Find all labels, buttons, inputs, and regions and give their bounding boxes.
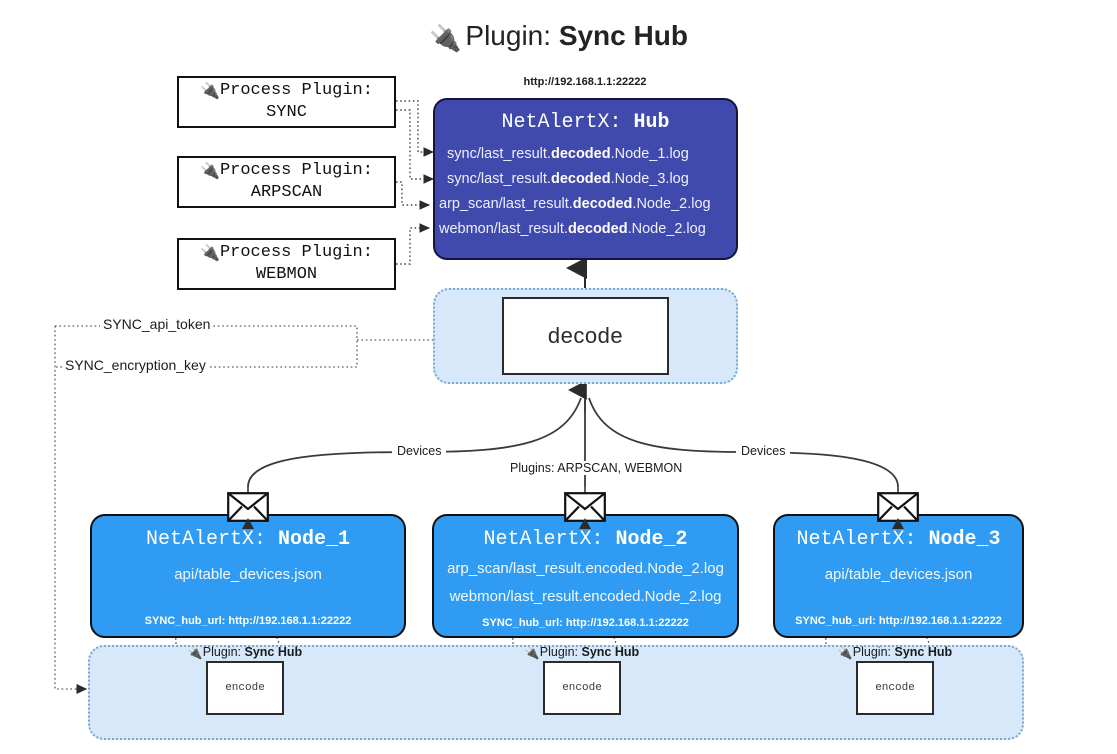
- plug-icon: 🔌: [200, 161, 220, 180]
- hub-log-list: sync/last_result.decoded.Node_1.log sync…: [435, 142, 736, 242]
- encode-box-node-2[interactable]: encode: [543, 661, 621, 715]
- process-plugin-box-arpscan[interactable]: 🔌Process Plugin: ARPSCAN: [177, 156, 396, 208]
- process-plugin-box-webmon[interactable]: 🔌Process Plugin: WEBMON: [177, 238, 396, 290]
- envelope-icon: [877, 492, 919, 522]
- process-plugin-box-sync[interactable]: 🔌Process Plugin: SYNC: [177, 76, 396, 128]
- encode-caption-node-1: 🔌Plugin: Sync Hub: [187, 645, 303, 660]
- process-plugin-line2: SYNC: [266, 103, 307, 122]
- hub-log-line: sync/last_result.decoded.Node_3.log: [447, 171, 689, 187]
- hub-title-name: Hub: [633, 111, 670, 134]
- plug-icon: 🔌: [524, 646, 540, 660]
- plug-icon: 🔌: [837, 646, 853, 660]
- decode-label: decode: [547, 323, 624, 348]
- encode-box-node-3[interactable]: encode: [856, 661, 934, 715]
- process-plugin-line2: WEBMON: [255, 265, 318, 284]
- page-title-name: Sync Hub: [558, 20, 688, 51]
- edge-label-devices-right: Devices: [736, 444, 791, 458]
- page-title: 🔌Plugin: Sync Hub: [0, 14, 1117, 60]
- node-log-line: api/table_devices.json: [174, 566, 322, 583]
- hub-url-label: http://192.168.1.1:22222: [523, 76, 647, 88]
- node-title: NetAlertX: Node_3: [796, 528, 1001, 551]
- plug-icon: 🔌: [200, 81, 220, 100]
- process-plugin-line2: ARPSCAN: [250, 183, 323, 202]
- node-title: NetAlertX: Node_2: [483, 528, 688, 551]
- node-box-node-2[interactable]: NetAlertX: Node_2 arp_scan/last_result.e…: [432, 514, 739, 638]
- encode-label: encode: [875, 682, 915, 694]
- encode-caption-node-2: 🔌Plugin: Sync Hub: [524, 645, 640, 660]
- encode-caption-node-3: 🔌Plugin: Sync Hub: [837, 645, 953, 660]
- plug-icon: 🔌: [200, 243, 220, 262]
- sync-api-token-label: SYNC_api_token: [100, 316, 214, 332]
- hub-log-line: arp_scan/last_result.decoded.Node_2.log: [439, 196, 711, 212]
- node-box-node-3[interactable]: NetAlertX: Node_3 api/table_devices.json…: [773, 514, 1024, 638]
- plug-icon: 🔌: [429, 23, 462, 53]
- hub-title-prefix: NetAlertX:: [501, 111, 622, 134]
- process-plugin-line1: 🔌Process Plugin:: [200, 81, 373, 100]
- plug-icon: 🔌: [187, 646, 203, 660]
- encode-label: encode: [562, 682, 602, 694]
- node-log-line: api/table_devices.json: [824, 566, 973, 583]
- sync-encryption-key-label: SYNC_encryption_key: [62, 357, 209, 373]
- node-hub-url: SYNC_hub_url: http://192.168.1.1:22222: [144, 615, 352, 627]
- hub-log-line: sync/last_result.decoded.Node_1.log: [447, 146, 689, 162]
- edge-label-devices-left: Devices: [392, 444, 447, 458]
- encode-label: encode: [225, 682, 265, 694]
- node-hub-url: SYNC_hub_url: http://192.168.1.1:22222: [795, 615, 1002, 627]
- node-title: NetAlertX: Node_1: [145, 528, 351, 551]
- envelope-icon: [564, 492, 606, 522]
- node-log-line: arp_scan/last_result.encoded.Node_2.log: [447, 560, 724, 577]
- hub-node[interactable]: NetAlertX: Hub sync/last_result.decoded.…: [433, 98, 738, 260]
- node-log-line: webmon/last_result.encoded.Node_2.log: [449, 588, 722, 605]
- decode-box[interactable]: decode: [502, 297, 669, 375]
- process-plugin-line1: 🔌Process Plugin:: [200, 243, 373, 262]
- encode-box-node-1[interactable]: encode: [206, 661, 284, 715]
- edge-label-plugins: Plugins: ARPSCAN, WEBMON: [505, 461, 688, 475]
- hub-log-line: webmon/last_result.decoded.Node_2.log: [439, 221, 706, 237]
- envelope-icon: [227, 492, 269, 522]
- node-hub-url: SYNC_hub_url: http://192.168.1.1:22222: [482, 617, 689, 629]
- hub-title: NetAlertX: Hub: [435, 111, 736, 134]
- page-title-prefix: Plugin:: [465, 20, 552, 51]
- node-box-node-1[interactable]: NetAlertX: Node_1 api/table_devices.json…: [90, 514, 406, 638]
- process-plugin-line1: 🔌Process Plugin:: [200, 161, 373, 180]
